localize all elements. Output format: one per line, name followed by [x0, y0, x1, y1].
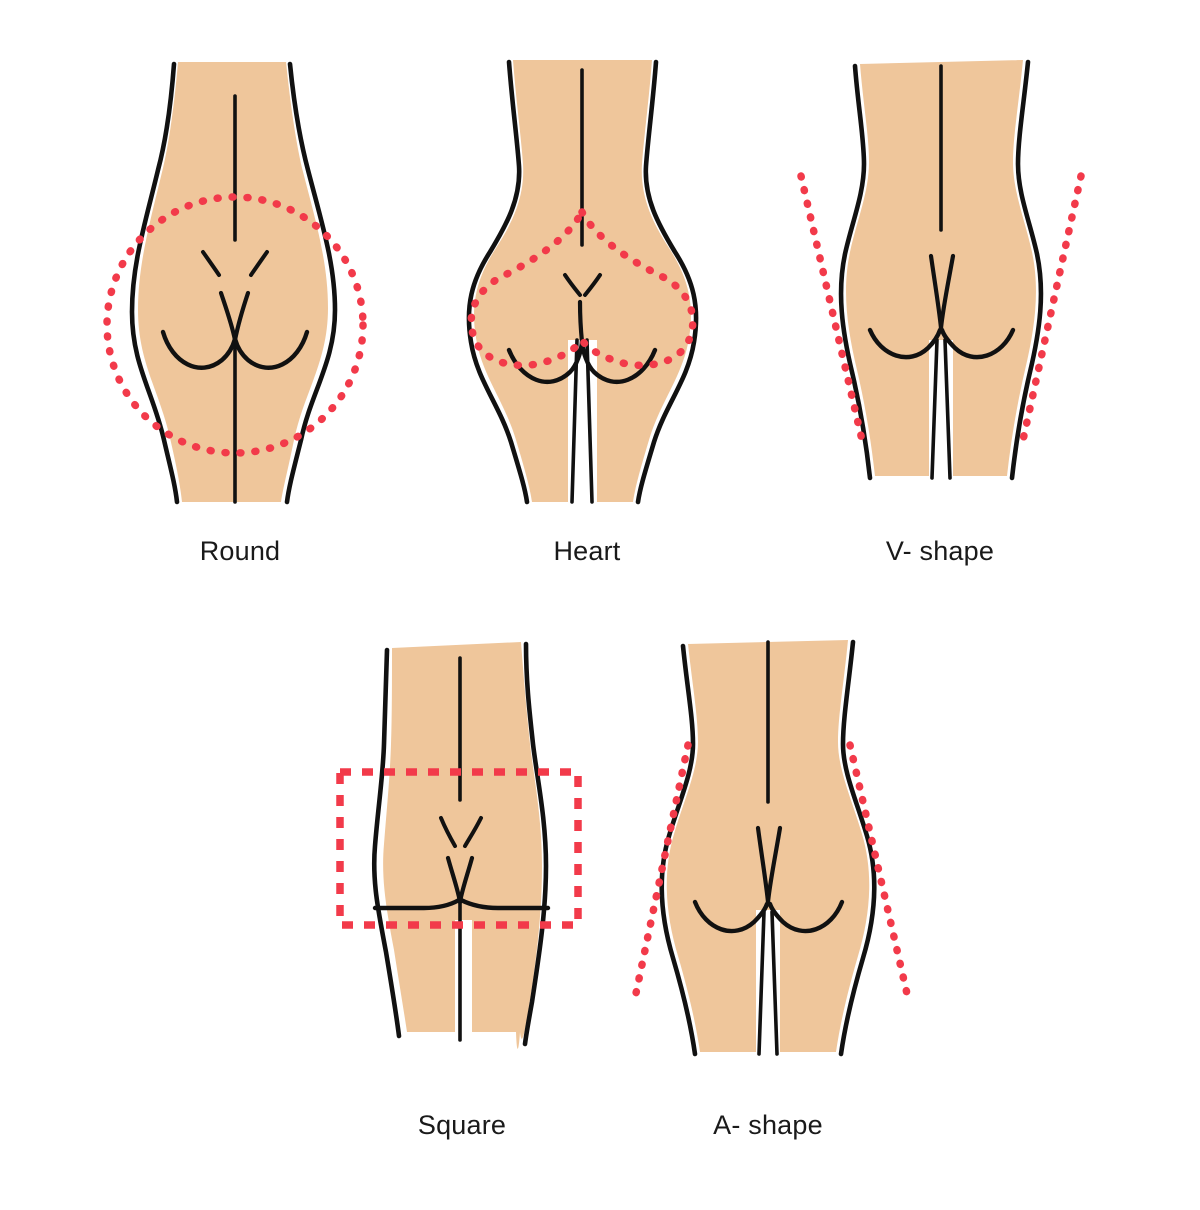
gluteal-fold-right	[939, 327, 1016, 360]
body-silhouette-fill	[474, 60, 691, 502]
ashape-figure-illustration	[631, 639, 912, 1057]
a-shape-line-right	[846, 741, 912, 1002]
body-outline-left	[466, 59, 530, 505]
cleft-lower-center-line-right	[943, 338, 952, 480]
vshape-figure-illustration	[797, 59, 1085, 481]
cleft-lower-center-line-left	[757, 910, 766, 1056]
gluteal-cleft-mark-right	[765, 825, 783, 905]
gluteal-fold-right	[232, 329, 310, 370]
gluteal-cleft-mark-right	[232, 290, 251, 343]
gluteal-fold-left	[372, 897, 462, 911]
a-shape-line-left	[631, 741, 692, 1002]
square-rectangle-overlay	[336, 768, 582, 929]
body-outline-left	[371, 647, 402, 1039]
figure-card-square: Square	[312, 620, 612, 1150]
body-silhouette-fill	[846, 60, 1036, 476]
gluteal-fold-left	[867, 327, 943, 360]
heart-figure-illustration	[466, 59, 699, 505]
body-silhouette-fill	[383, 642, 542, 1049]
cleft-lower-center-line-left	[930, 338, 939, 480]
gluteal-fold-left	[506, 339, 585, 384]
round-figure-illustration	[103, 61, 367, 505]
figure-label-ashape: A- shape	[713, 1110, 823, 1140]
body-outline-right	[635, 59, 699, 505]
gluteal-fold-right	[579, 339, 658, 384]
body-outline-right	[522, 641, 549, 1047]
gluteal-cleft-mark	[577, 299, 585, 345]
dimple-right-mark	[463, 816, 483, 848]
dimple-left-mark	[439, 816, 457, 848]
heart-outline-overlay	[467, 204, 697, 370]
figure-card-heart: Heart	[437, 40, 737, 580]
figure-label-round: Round	[199, 536, 281, 566]
gluteal-fold-left	[160, 329, 238, 370]
figure-label-square: Square	[417, 1110, 507, 1140]
body-silhouette-fill	[666, 640, 870, 1052]
gluteal-cleft-mark-right	[938, 253, 956, 331]
gluteal-fold-right	[458, 897, 551, 911]
body-silhouette-fill	[138, 62, 328, 502]
gluteal-fold-right	[767, 899, 845, 934]
v-shape-line-left	[797, 172, 866, 444]
body-outline-right	[838, 639, 877, 1057]
cleft-lower-center-line-right	[770, 910, 779, 1056]
body-outline-right	[1009, 59, 1044, 481]
dimple-right-mark	[583, 273, 602, 297]
round-circle-overlay	[103, 193, 367, 457]
dimple-left-mark	[201, 250, 221, 277]
dimple-right-mark	[249, 250, 269, 277]
figure-card-vshape: V- shape	[785, 40, 1095, 580]
v-shape-line-right	[1019, 172, 1085, 444]
body-outline-right	[284, 61, 338, 505]
body-outline-left	[838, 63, 873, 481]
figure-card-ashape: A- shape	[608, 620, 928, 1150]
figure-label-heart: Heart	[553, 536, 621, 566]
dimple-left-mark	[563, 273, 582, 297]
square-figure-illustration	[336, 641, 582, 1049]
figure-card-round: Round	[90, 40, 390, 580]
body-outline-left	[129, 61, 180, 505]
figure-label-vshape: V- shape	[885, 536, 995, 566]
body-outline-left	[659, 643, 698, 1057]
gluteal-fold-left	[692, 899, 770, 934]
